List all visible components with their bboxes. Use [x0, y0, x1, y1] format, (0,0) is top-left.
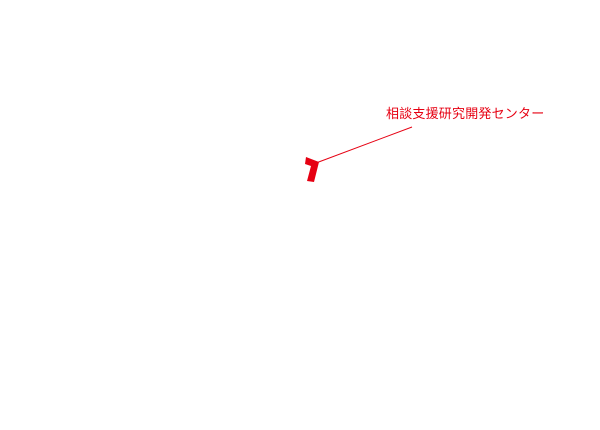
location-label[interactable]: 相談支援研究開発センター	[386, 107, 545, 122]
location-marker-icon[interactable]	[305, 157, 319, 182]
location-marker-shape	[305, 157, 319, 182]
callout-leader-line	[315, 126, 413, 164]
